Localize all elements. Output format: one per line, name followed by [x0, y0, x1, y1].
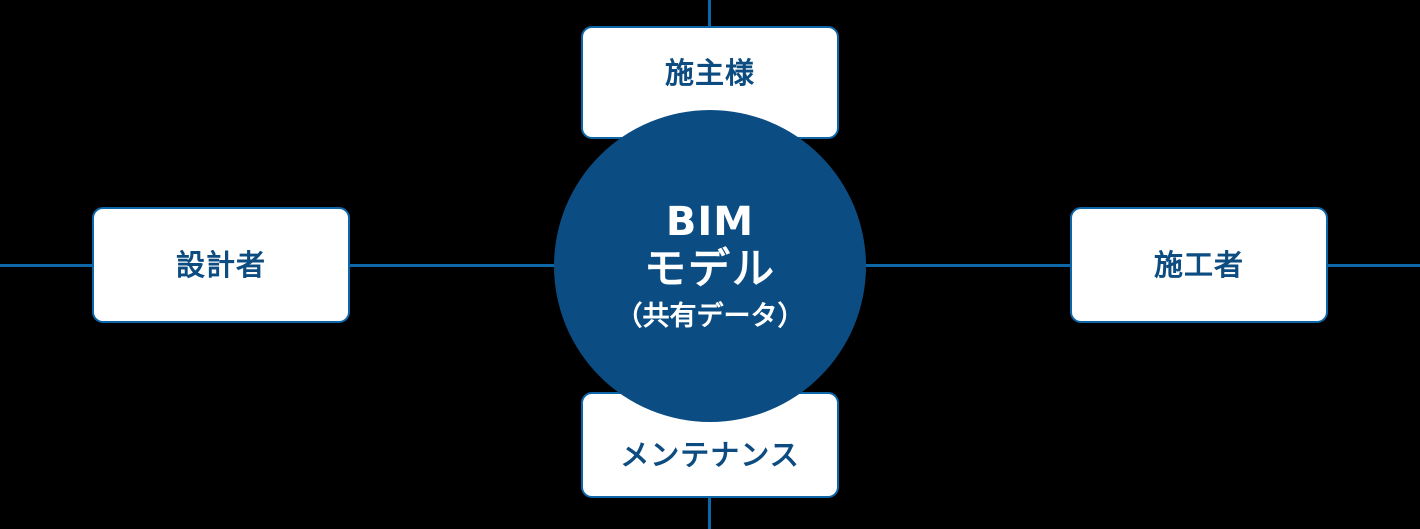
connector-line-bottom-outer — [708, 494, 711, 529]
hub-label-line3: （共有データ） — [615, 300, 805, 332]
node-label-contractor: 施工者 — [1153, 247, 1244, 282]
node-box-designer[interactable]: 設計者 — [92, 207, 350, 323]
hub-label-line2: モデル — [643, 244, 776, 294]
node-label-owner: 施主様 — [664, 56, 755, 90]
node-box-contractor[interactable]: 施工者 — [1070, 207, 1328, 323]
connector-line-right-outer — [1326, 264, 1420, 267]
node-box-owner[interactable]: 施主様 — [581, 26, 839, 139]
connector-line-top-outer — [708, 0, 711, 30]
connector-line-left-outer — [0, 264, 94, 267]
connector-line-left-inner — [348, 264, 563, 267]
node-label-maintenance: メンテナンス — [620, 437, 800, 472]
node-box-maintenance[interactable]: メンテナンス — [581, 392, 839, 498]
node-label-designer: 設計者 — [175, 247, 266, 282]
hub-circle-bim-model[interactable]: BIM モデル （共有データ） — [554, 110, 866, 422]
connector-line-right-inner — [858, 264, 1072, 267]
hub-label-line1: BIM — [665, 199, 755, 246]
